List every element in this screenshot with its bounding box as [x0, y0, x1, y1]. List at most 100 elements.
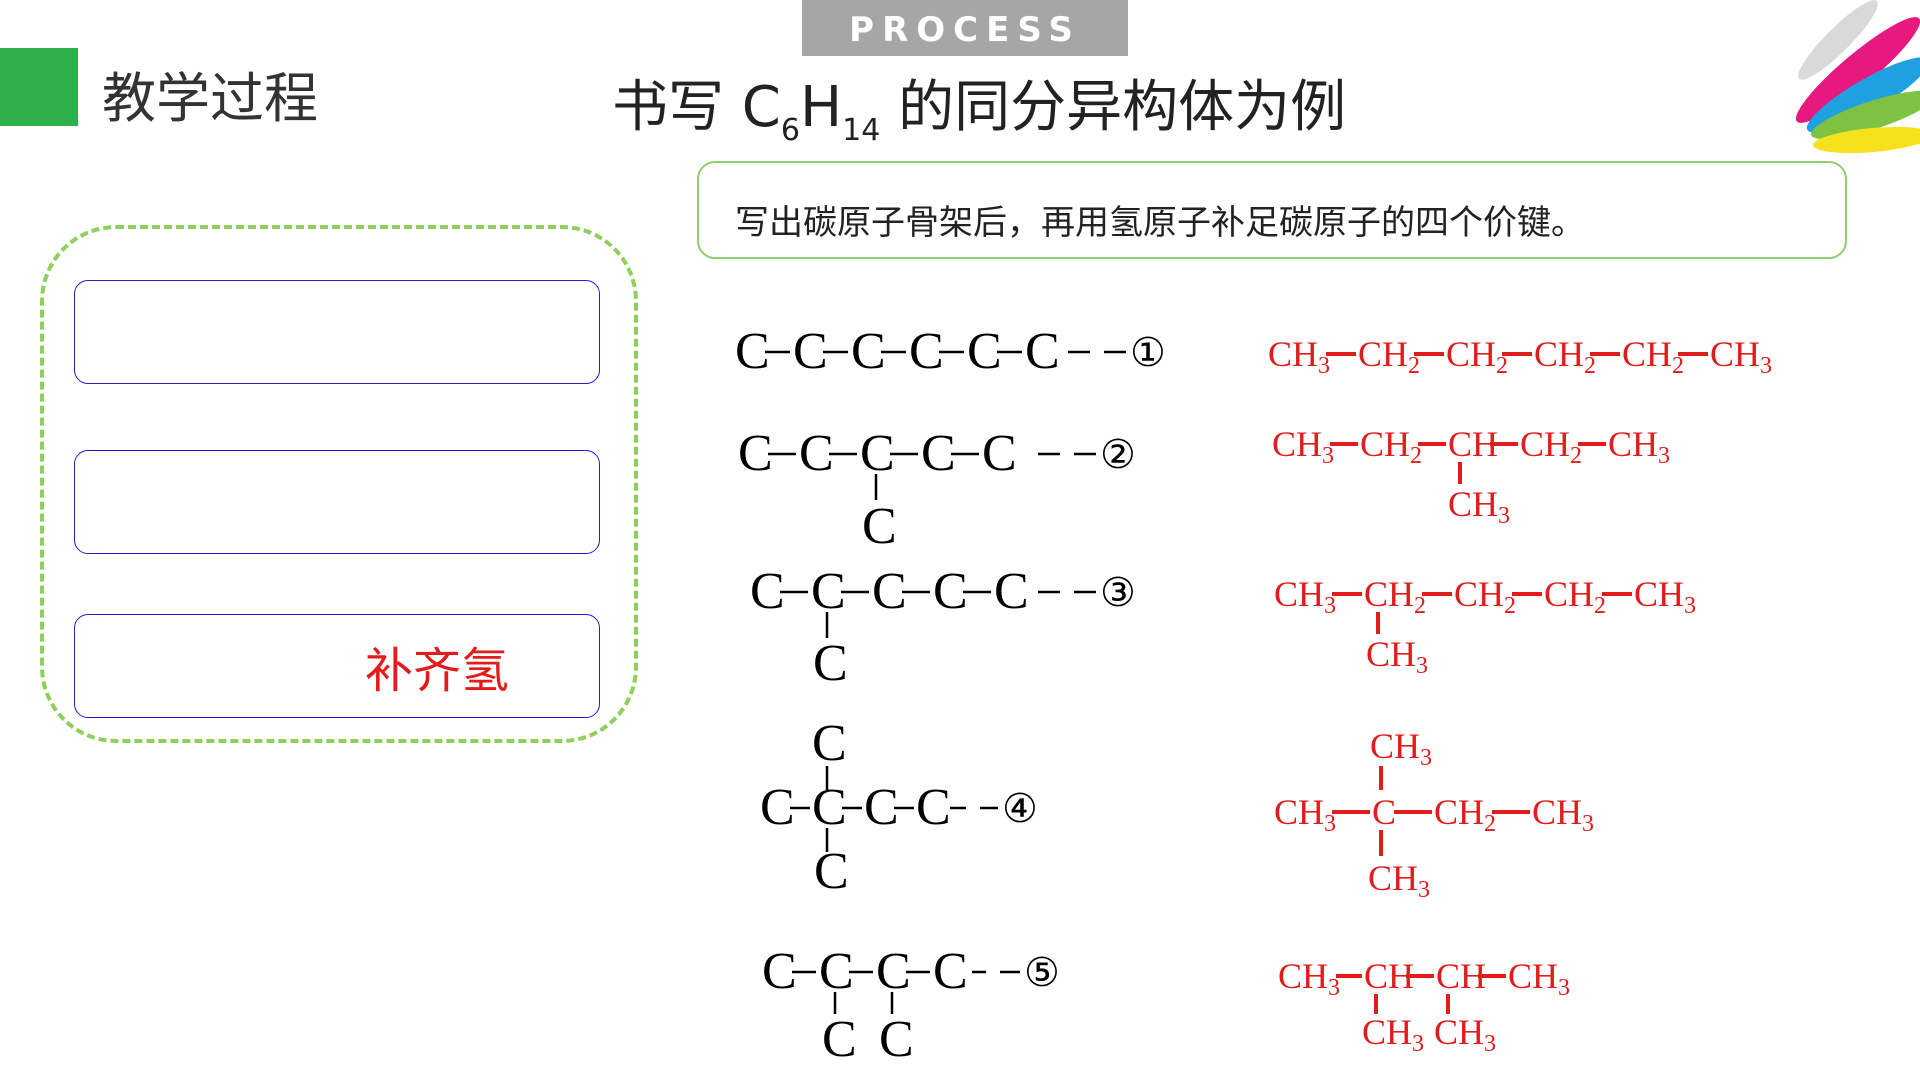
group-ch: CH — [1364, 956, 1414, 996]
formula-1: CH3 CH2 CH2 CH2 CH2 CH3 — [1268, 334, 1772, 379]
title-suffix: 的同分异构体为例 — [880, 75, 1347, 140]
skeleton-3-atom: C — [813, 635, 848, 692]
group-ch3: CH — [1710, 334, 1760, 374]
formula-2: CH3 CH2 CH CH2 CH3 CH3 — [1272, 424, 1670, 529]
skeleton-4-atom: C — [916, 779, 951, 836]
skeleton-3-atom: C — [994, 563, 1029, 620]
skeleton-5-atom: C — [822, 1011, 857, 1068]
svg-text:CH: CH — [1436, 956, 1486, 996]
skeleton-3-atom: C — [872, 563, 907, 620]
group-ch3: CH — [1508, 956, 1558, 996]
skeleton-4-atom: C — [760, 779, 795, 836]
skeleton-1-atom: C — [909, 323, 944, 380]
group-ch3: CH — [1434, 1012, 1484, 1052]
skeleton-2-atom: C — [921, 425, 956, 482]
skeleton-3-atom: C — [933, 563, 968, 620]
group-ch2: CH — [1446, 334, 1496, 374]
svg-text:CH2: CH2 — [1534, 334, 1596, 379]
svg-text:CH3: CH3 — [1532, 792, 1594, 837]
group-ch3: CH — [1368, 858, 1418, 898]
process-tab: PROCESS — [802, 0, 1128, 56]
svg-text:CH: CH — [1448, 424, 1498, 464]
step-box-3: 补齐氢 — [74, 614, 600, 718]
svg-text:CH3: CH3 — [1634, 574, 1696, 619]
skeleton-4-atom: C — [864, 779, 899, 836]
title-hydrogen: H — [800, 75, 843, 140]
group-ch: CH — [1448, 424, 1498, 464]
group-ch2: CH — [1360, 424, 1410, 464]
group-ch3: CH — [1532, 792, 1582, 832]
skeleton-3-atom: C — [811, 563, 846, 620]
isomer-marker-3: ③ — [1100, 570, 1136, 616]
title-subscript-carbon: 6 — [780, 113, 800, 148]
skeleton-2-atom: C — [738, 425, 773, 482]
skeleton-1-atom: C — [793, 323, 828, 380]
svg-text:CH3: CH3 — [1362, 1012, 1424, 1057]
group-ch2: CH — [1544, 574, 1594, 614]
skeleton-5-atom: C — [879, 1011, 914, 1068]
svg-text:CH2: CH2 — [1358, 334, 1420, 379]
group-ch3: CH — [1448, 484, 1498, 524]
svg-text:CH3: CH3 — [1370, 726, 1432, 771]
svg-text:CH3: CH3 — [1368, 858, 1430, 903]
isomer-marker-2: ② — [1100, 432, 1136, 478]
group-ch: CH — [1436, 956, 1486, 996]
svg-text:CH3: CH3 — [1508, 956, 1570, 1001]
step-box-2 — [74, 450, 600, 554]
svg-text:CH3: CH3 — [1448, 484, 1510, 529]
svg-text:CH3: CH3 — [1366, 634, 1428, 679]
group-c: C — [1372, 792, 1396, 832]
isomer-marker-5: ⑤ — [1024, 950, 1060, 996]
skeleton-5-atom: C — [762, 943, 797, 1000]
skeleton-1-atom: C — [735, 323, 770, 380]
skeleton-1-atom: C — [851, 323, 886, 380]
group-ch2: CH — [1434, 792, 1484, 832]
skeleton-5: C C C C C C ⑤ — [762, 943, 1060, 1068]
svg-text:CH3: CH3 — [1268, 334, 1330, 379]
svg-text:CH2: CH2 — [1446, 334, 1508, 379]
section-title: 教学过程 — [102, 67, 318, 130]
svg-text:CH2: CH2 — [1544, 574, 1606, 619]
group-ch2: CH — [1534, 334, 1584, 374]
formula-4: CH3 CH3 C CH2 CH3 CH3 — [1274, 726, 1594, 903]
group-ch2: CH — [1358, 334, 1408, 374]
title-subscript-hydrogen: 14 — [842, 113, 881, 148]
skeleton-1-atom: C — [1025, 323, 1060, 380]
skeleton-2-atom: C — [799, 425, 834, 482]
svg-text:CH3: CH3 — [1274, 574, 1336, 619]
svg-text:CH3: CH3 — [1272, 424, 1334, 469]
skeleton-2-atom: C — [860, 425, 895, 482]
skeleton-2-atom: C — [982, 425, 1017, 482]
steps-panel — [40, 225, 638, 743]
group-ch3: CH — [1268, 334, 1318, 374]
skeleton-4: C C C C C C ④ — [760, 715, 1038, 900]
step-label-3: 补齐氢 — [364, 643, 509, 699]
isomer-marker-4: ④ — [1002, 786, 1038, 832]
group-ch3: CH — [1278, 956, 1328, 996]
svg-text:CH3: CH3 — [1710, 334, 1772, 379]
svg-text:CH2: CH2 — [1622, 334, 1684, 379]
svg-text:CH3: CH3 — [1274, 792, 1336, 837]
group-ch3: CH — [1634, 574, 1684, 614]
svg-text:CH2: CH2 — [1454, 574, 1516, 619]
group-ch2: CH — [1520, 424, 1570, 464]
page-title: 书写 C6H14 的同分异构体为例 — [612, 62, 1346, 148]
svg-text:CH3: CH3 — [1608, 424, 1670, 469]
skeleton-3-atom: C — [750, 563, 785, 620]
skeleton-5-atom: C — [876, 943, 911, 1000]
group-ch3: CH — [1608, 424, 1658, 464]
svg-text:CH3: CH3 — [1278, 956, 1340, 1001]
group-ch3: CH — [1274, 574, 1324, 614]
step-box-1 — [74, 280, 600, 384]
svg-text:CH3: CH3 — [1434, 1012, 1496, 1057]
svg-text:CH2: CH2 — [1364, 574, 1426, 619]
skeleton-4-atom: C — [812, 715, 847, 772]
svg-text:C: C — [1372, 792, 1396, 832]
formula-3: CH3 CH2 CH2 CH2 CH3 CH3 — [1274, 574, 1696, 679]
formula-5: CH3 CH CH CH3 CH3 CH3 — [1278, 956, 1570, 1057]
hint-box: 写出碳原子骨架后，再用氢原子补足碳原子的四个价键。 — [697, 161, 1847, 259]
skeleton-2: C C C C C C ② — [738, 425, 1136, 555]
group-ch3: CH — [1366, 634, 1416, 674]
group-ch3: CH — [1370, 726, 1420, 766]
